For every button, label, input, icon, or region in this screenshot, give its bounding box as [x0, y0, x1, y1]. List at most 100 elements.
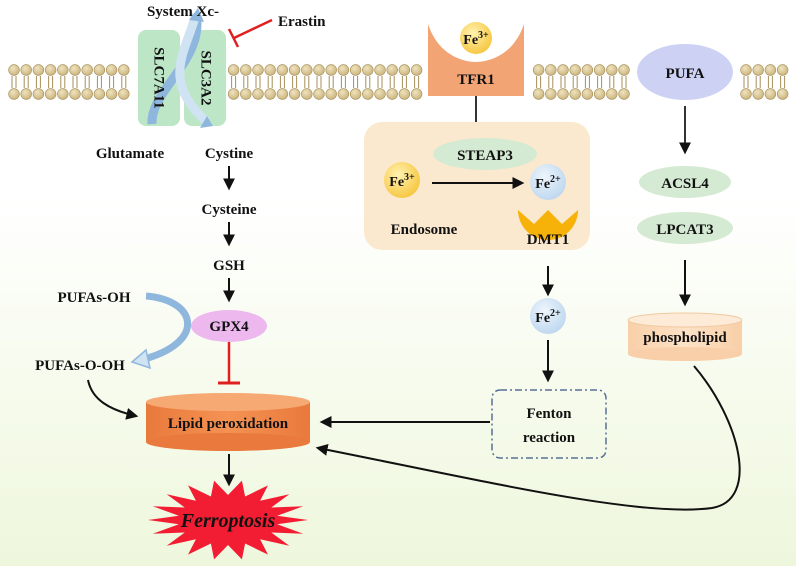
lipid-peroxidation-bottom	[146, 433, 310, 451]
membrane-inner-bead	[264, 88, 276, 100]
membrane-outer-bead	[276, 64, 289, 76]
membrane-inner-bead	[569, 88, 581, 100]
fe2-endosome-label: Fe2+	[535, 174, 561, 192]
fe3-endosome-label: Fe3+	[389, 172, 415, 190]
membrane-outer-bead	[105, 64, 118, 76]
fenton-reaction-box	[491, 389, 607, 459]
membrane-inner-bead	[240, 88, 252, 100]
membrane-outer-bead	[8, 64, 20, 76]
membrane-outer-bead	[69, 64, 81, 76]
membrane-outer-bead	[764, 64, 777, 76]
membrane-outer-bead	[545, 64, 557, 76]
pufas-oh-label: PUFAs-OH	[57, 290, 130, 306]
lipid-peroxidation-label: Lipid peroxidation	[168, 416, 289, 432]
fe2-cytosol-label: Fe2+	[535, 308, 561, 326]
cell-membrane	[8, 64, 789, 100]
cystine-arrowhead	[200, 116, 213, 128]
membrane-inner-bead	[57, 88, 69, 100]
membrane-inner-bead	[20, 88, 32, 100]
membrane-inner-bead	[776, 88, 789, 100]
membrane-inner-bead	[362, 88, 374, 100]
membrane-inner-bead	[313, 88, 325, 100]
membrane-inner-bead	[618, 88, 630, 100]
membrane-outer-bead	[20, 64, 32, 76]
membrane-outer-bead	[313, 64, 325, 76]
membrane-outer-bead	[386, 64, 398, 76]
cysteine-label: Cysteine	[202, 202, 257, 218]
membrane-lipid-tails	[11, 76, 786, 88]
phospholipid-bottom	[628, 347, 742, 361]
membrane-inner-bead	[581, 88, 594, 100]
lpcat3-node	[637, 212, 733, 244]
membrane-inner-bead	[69, 88, 81, 100]
system-xc-transporter: SLC7A11 SLC3A2 System Xc-	[138, 4, 226, 128]
endosome-label: Endosome	[391, 222, 458, 238]
erastin-inhibition-line	[233, 18, 273, 40]
membrane-inner-bead	[118, 88, 130, 100]
membrane-inner-bead	[276, 88, 289, 100]
erastin-inhibition-bar	[227, 28, 240, 48]
lipid-peroxidation-node: Lipid peroxidation	[146, 393, 310, 451]
membrane-inner-bead	[105, 88, 118, 100]
membrane-outer-bead	[532, 64, 545, 76]
membrane-outer-bead	[325, 64, 337, 76]
membrane-outer-bead	[288, 64, 301, 76]
pufas-to-peroxidation-arrow	[87, 379, 139, 420]
membrane-outer-bead	[337, 64, 350, 76]
fenton-line1-label: Fenton	[527, 406, 573, 422]
membrane-inner-bead	[288, 88, 301, 100]
pufas-oxidation-arrowhead	[130, 348, 152, 370]
phospholipid-to-peroxidation-arrow	[315, 365, 741, 511]
slc7a11-label: SLC7A11	[151, 47, 167, 109]
phospholipid-node: phospholipid	[627, 312, 743, 361]
fe2-endosome-node	[530, 164, 566, 200]
membrane-inner-bead	[8, 88, 20, 100]
system-xc-label: System Xc-	[147, 4, 219, 20]
erastin-label: Erastin	[278, 14, 326, 30]
membrane-inner-bead	[606, 88, 618, 100]
membrane-inner-bead	[398, 88, 411, 100]
dmt1-label: DMT1	[527, 232, 570, 248]
slc3a2-label: SLC3A2	[198, 50, 214, 105]
phospholipid-label: phospholipid	[643, 330, 727, 346]
membrane-outer-bead	[740, 64, 752, 76]
membrane-outer-bead	[349, 64, 362, 76]
membrane-outer-bead	[81, 64, 93, 76]
gsh-label: GSH	[213, 258, 245, 274]
membrane-outer-bead	[557, 64, 569, 76]
membrane-outer-bead	[776, 64, 789, 76]
membrane-outer-bead	[410, 64, 423, 76]
tfr1-receptor	[428, 24, 524, 96]
membrane-outer-bead	[618, 64, 630, 76]
membrane-outer-bead	[240, 64, 252, 76]
membrane-outer-bead	[118, 64, 130, 76]
fe3-extracellular-node	[460, 22, 492, 54]
cystine-label: Cystine	[205, 146, 254, 162]
tfr1-label: TFR1	[457, 72, 495, 88]
steap3-node	[433, 138, 537, 170]
ferroptosis-label: Ferroptosis	[180, 510, 276, 532]
dmt1-transporter	[518, 210, 578, 240]
glutamate-arrowhead	[189, 8, 204, 22]
fe3-extracellular-label: Fe3+	[463, 30, 489, 48]
membrane-inner-bead	[252, 88, 264, 100]
membrane-outer-bead	[362, 64, 374, 76]
membrane-inner-bead	[337, 88, 350, 100]
membrane-inner-bead	[410, 88, 423, 100]
membrane-outer-bead	[264, 64, 276, 76]
membrane-inner-bead	[301, 88, 313, 100]
membrane-inner-bead	[227, 88, 240, 100]
pufas-o-oh-label: PUFAs-O-OH	[35, 358, 125, 374]
acsl4-node	[639, 166, 731, 198]
membrane-inner-bead	[532, 88, 545, 100]
membrane-outer-bead	[32, 64, 45, 76]
membrane-outer-bead	[57, 64, 69, 76]
membrane-outer-bead	[93, 64, 106, 76]
membrane-inner-bead	[557, 88, 569, 100]
membrane-inner-bead	[81, 88, 93, 100]
lipid-peroxidation-top	[146, 393, 310, 411]
membrane-inner-bead	[349, 88, 362, 100]
acsl4-label: ACSL4	[661, 176, 709, 192]
gpx4-label: GPX4	[209, 319, 249, 335]
